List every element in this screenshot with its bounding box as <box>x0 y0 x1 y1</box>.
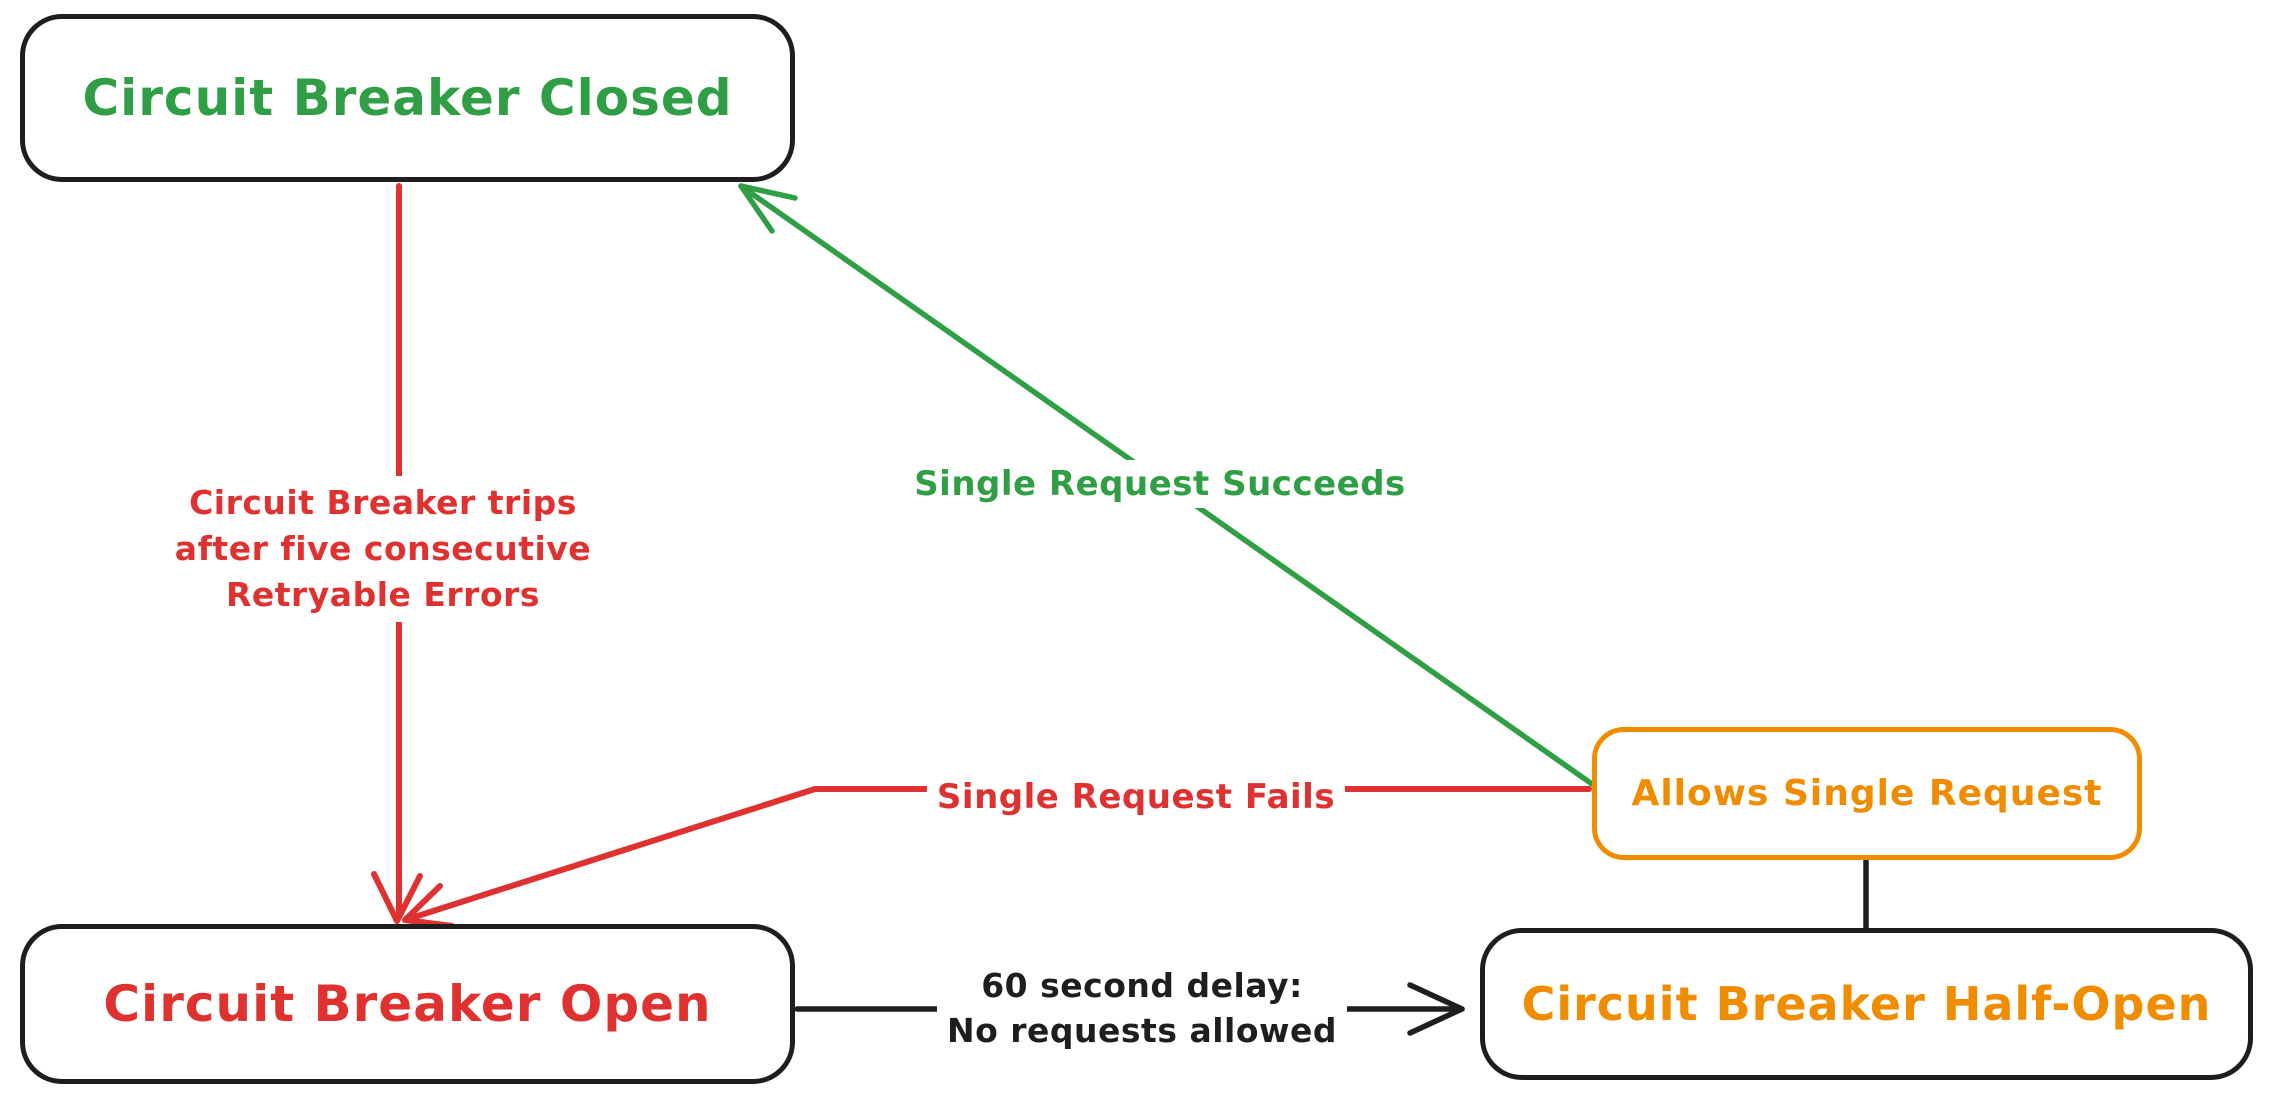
state-open-label: Circuit Breaker Open <box>103 975 712 1033</box>
delay-edge-label: 60 second delay: No requests allowed <box>936 959 1348 1057</box>
fails-edge-label: Single Request Fails <box>926 773 1346 821</box>
trips-edge-label: Circuit Breaker trips after five consecu… <box>164 476 602 622</box>
state-closed-box: Circuit Breaker Closed <box>20 14 795 182</box>
state-closed-label: Circuit Breaker Closed <box>82 69 733 127</box>
state-half-open-label: Circuit Breaker Half-Open <box>1521 977 2212 1031</box>
state-half-open-box: Circuit Breaker Half-Open <box>1480 928 2253 1080</box>
trips-edge-label-line1: Circuit Breaker trips <box>189 483 577 522</box>
delay-edge-label-line1: 60 second delay: <box>981 966 1303 1005</box>
trips-edge-label-line3: Retryable Errors <box>225 575 541 614</box>
trips-arrowhead-icon <box>371 871 423 924</box>
trips-edge-label-line2: after five consecutive <box>174 529 592 568</box>
allows-single-request-box: Allows Single Request <box>1592 727 2142 860</box>
allows-single-request-label: Allows Single Request <box>1631 773 2103 814</box>
delay-edge-label-line2: No requests allowed <box>946 1011 1338 1050</box>
succeeds-edge-label: Single Request Succeeds <box>904 460 1416 508</box>
succeeds-arrowhead-icon <box>738 183 798 234</box>
delay-arrowhead-icon <box>1407 982 1465 1036</box>
state-open-box: Circuit Breaker Open <box>20 924 795 1084</box>
